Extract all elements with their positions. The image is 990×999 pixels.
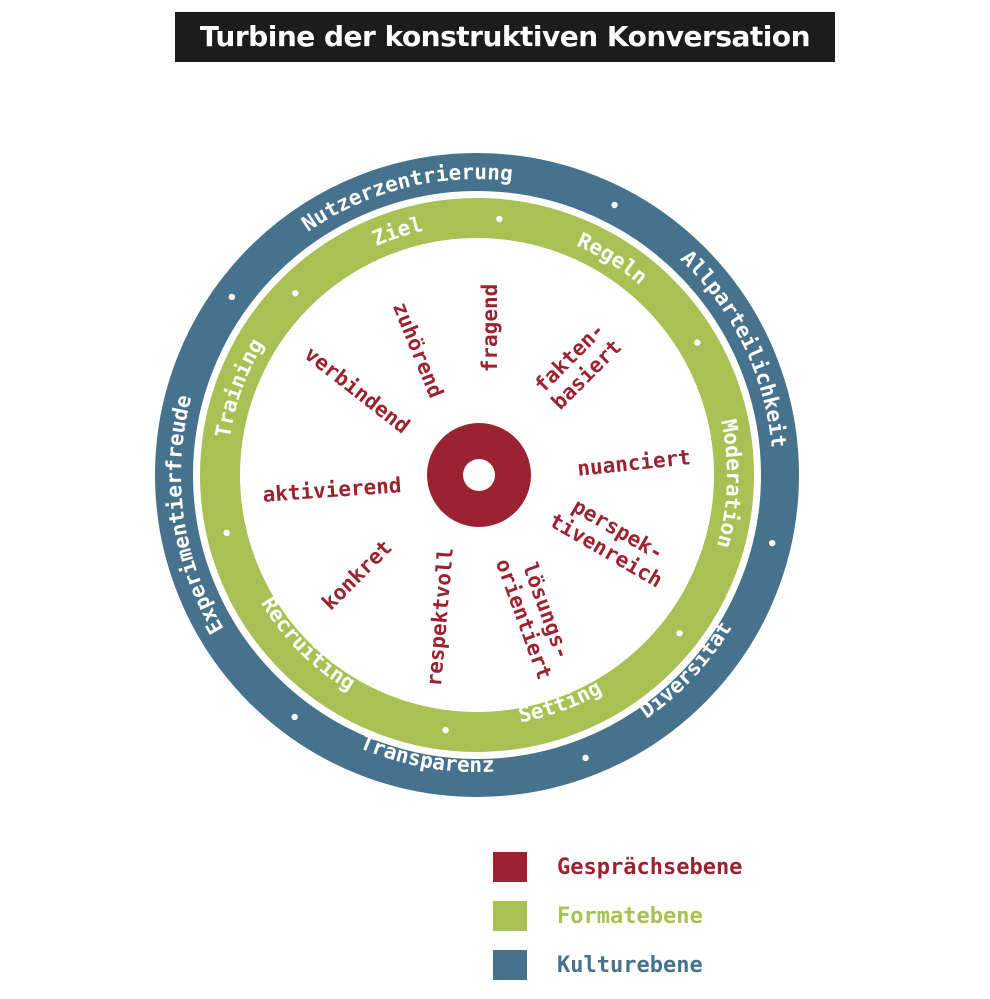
conversation-word: perspek-tivenreich (545, 488, 678, 593)
conversation-word: konkret (317, 535, 397, 615)
separator-dot (291, 713, 298, 721)
separator-dot (694, 339, 701, 346)
conversation-word: aktivierend (262, 473, 402, 507)
conversation-word: respektvoll (422, 547, 458, 688)
legend-swatch-blue (493, 950, 527, 980)
separator-dot (611, 201, 618, 209)
legend-swatch-red (493, 852, 527, 882)
legend: Gesprächsebene Formatebene Kulturebene (493, 852, 742, 999)
legend-label: Formatebene (557, 903, 703, 929)
legend-item-culture: Kulturebene (493, 950, 742, 980)
legend-item-format: Formatebene (493, 901, 742, 931)
ring-separator-dots (223, 201, 776, 762)
separator-dot (228, 293, 236, 301)
separator-dot (769, 539, 776, 547)
diagram-title: Turbine der konstruktiven Konversation (175, 12, 835, 62)
legend-label: Gesprächsebene (557, 854, 743, 880)
conversation-word: zuhörend (388, 299, 448, 402)
format-ring (200, 198, 754, 752)
legend-label: Kulturebene (557, 952, 703, 978)
legend-item-conversation: Gesprächsebene (493, 852, 742, 882)
separator-dot (582, 754, 589, 762)
separator-dot (292, 290, 299, 297)
conversation-word: fakten-basiert (530, 318, 627, 415)
separator-dot (676, 630, 683, 637)
separator-dot (442, 726, 449, 734)
conversation-word: fragend (478, 284, 502, 373)
conversation-word: verbindend (300, 342, 414, 439)
separator-dot (496, 215, 503, 223)
conversation-word: lösungs-orientiert (491, 547, 579, 682)
hub-hole (463, 459, 495, 491)
conversation-word: nuanciert (576, 445, 692, 481)
separator-dot (223, 529, 230, 537)
legend-swatch-green (493, 901, 527, 931)
culture-ring (155, 153, 799, 797)
